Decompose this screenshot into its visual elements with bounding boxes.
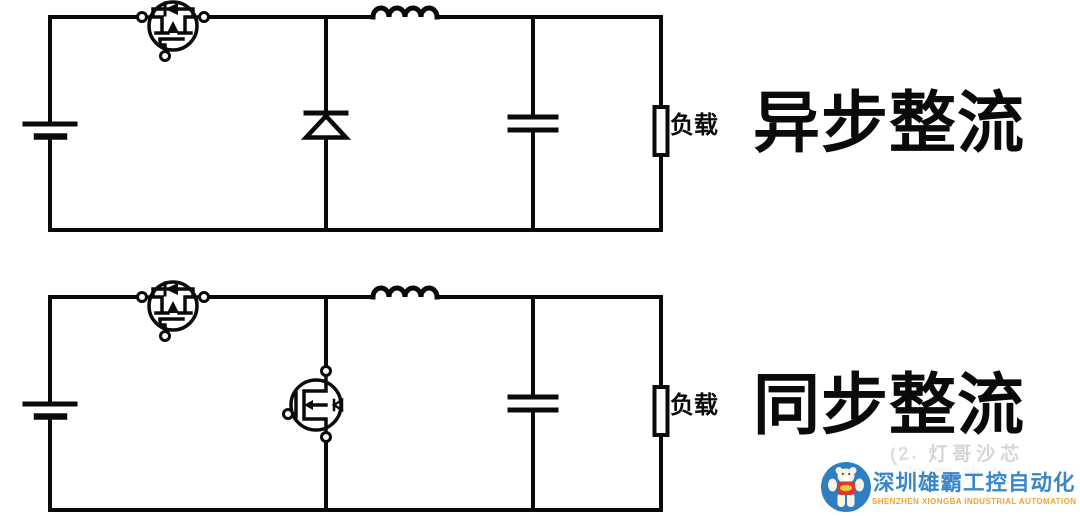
load-label-synchronous: 负载 bbox=[670, 392, 718, 419]
inductor-symbol bbox=[370, 285, 440, 300]
watermark-text: 灯哥沙芯 bbox=[928, 444, 1025, 465]
mosfet-gate-terminal bbox=[159, 50, 171, 62]
battery-symbol bbox=[22, 401, 78, 420]
mosfet-terminal bbox=[320, 431, 332, 443]
company-name-chinese: 深圳雄霸工控自动化 bbox=[873, 471, 1076, 495]
mosfet-terminal bbox=[136, 291, 148, 303]
inductor-symbol bbox=[370, 5, 440, 20]
company-name-english: SHENZHEN XIONGBA INDUSTRIAL AUTOMATION bbox=[872, 497, 1077, 506]
creator-watermark: (2.灯哥沙芯 bbox=[889, 442, 1025, 467]
capacitor-symbol bbox=[507, 114, 559, 133]
mosfet-terminal bbox=[198, 11, 210, 23]
circuit-asynchronous-diagram bbox=[22, 0, 670, 232]
company-logo: 深圳雄霸工控自动化 SHENZHEN XIONGBA INDUSTRIAL AU… bbox=[820, 461, 1080, 516]
wires bbox=[48, 15, 663, 232]
high-side-mosfet-symbol bbox=[136, 0, 210, 62]
mosfet-terminal bbox=[320, 365, 332, 377]
title-asynchronous-rectification: 异步整流 bbox=[753, 86, 1025, 161]
title-synchronous-rectification: 同步整流 bbox=[753, 368, 1025, 443]
wires bbox=[48, 295, 663, 512]
mosfet-gate-terminal bbox=[282, 408, 294, 420]
freewheeling-diode-symbol bbox=[300, 110, 352, 140]
bear-mascot-badge-icon bbox=[821, 462, 871, 512]
load-label-asynchronous: 负载 bbox=[670, 112, 718, 139]
circuit-synchronous-diagram bbox=[22, 280, 670, 512]
creator-watermark-ghost: 灯哥沙芯 bbox=[905, 467, 1017, 489]
load-resistor-symbol bbox=[652, 385, 670, 437]
high-side-mosfet-symbol bbox=[136, 280, 210, 342]
mosfet-terminal bbox=[198, 291, 210, 303]
capacitor-symbol bbox=[507, 394, 559, 413]
battery-symbol bbox=[22, 121, 78, 140]
low-side-mosfet-symbol bbox=[282, 365, 344, 443]
mosfet-gate-terminal bbox=[159, 330, 171, 342]
mosfet-terminal bbox=[136, 11, 148, 23]
load-resistor-symbol bbox=[652, 105, 670, 157]
